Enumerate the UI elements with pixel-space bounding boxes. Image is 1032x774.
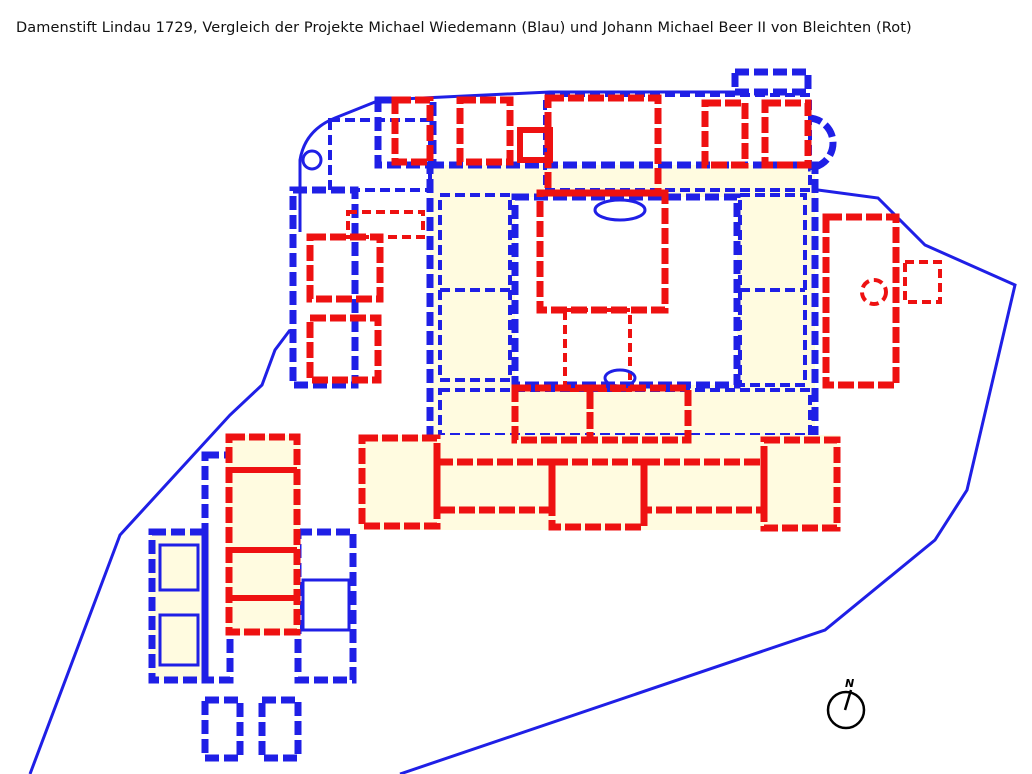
- red-southwest-block: [225, 433, 301, 636]
- red-south-wing: [358, 384, 841, 532]
- north-compass-icon: N: [826, 677, 866, 730]
- blue-west-wing: [289, 96, 437, 389]
- red-east-wing: [822, 213, 942, 389]
- compass-label: N: [845, 677, 854, 690]
- site-boundary-north: [298, 90, 735, 232]
- red-west-wings: [306, 233, 384, 384]
- plan-title: Damenstift Lindau 1729, Vergleich der Pr…: [16, 20, 912, 36]
- red-north-buildings: [346, 96, 812, 239]
- site-boundary-east: [399, 188, 1017, 774]
- site-boundary-wall: [28, 329, 292, 774]
- blue-southwest-blocks: [148, 451, 357, 762]
